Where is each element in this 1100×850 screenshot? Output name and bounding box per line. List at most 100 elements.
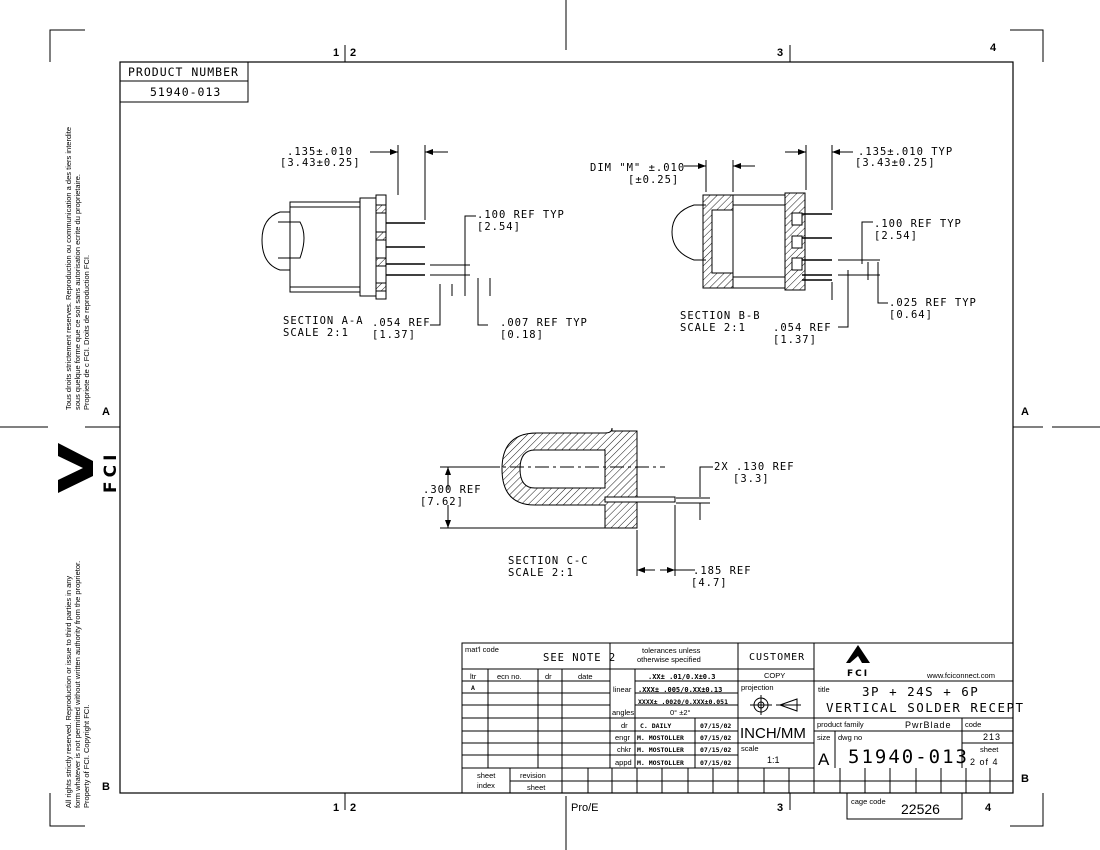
aa-dim-054: .054 REF bbox=[372, 317, 431, 329]
title-block-text: mat'l code SEE NOTE 2 tolerances unless … bbox=[465, 645, 1025, 817]
date-engr: 07/15/02 bbox=[700, 734, 731, 742]
bb-dim-135: .135±.010 TYP bbox=[858, 146, 953, 158]
section-c-c-labels: .300 REF [7.62] 2X .130 REF [3.3] SECTIO… bbox=[420, 461, 794, 589]
angles-label: angles bbox=[612, 708, 634, 717]
cage-code-label: cage code bbox=[851, 797, 886, 806]
section-a-a-view bbox=[261, 145, 491, 326]
customer-label: CUSTOMER bbox=[749, 652, 805, 663]
tol-xxx: XXXX± .0020/0.XXX±0.051 bbox=[638, 698, 728, 706]
cc-scale: SCALE 2:1 bbox=[508, 567, 574, 579]
zone-top-4: 4 bbox=[990, 42, 997, 54]
fci-logo-vertical: FCI bbox=[58, 443, 121, 493]
english-line-1: All rights strictly reserved. Reproducti… bbox=[64, 576, 73, 808]
zone-top-3: 3 bbox=[777, 47, 783, 59]
bb-dim-m-mm: [±0.25] bbox=[628, 174, 679, 186]
tolerances-line-2: otherwise specified bbox=[637, 655, 701, 664]
scale-value: 1:1 bbox=[767, 755, 780, 765]
role-dr: dr bbox=[621, 721, 628, 730]
bb-dim-025-mm: [0.64] bbox=[889, 309, 933, 321]
cc-dim-185-mm: [4.7] bbox=[691, 577, 728, 589]
product-number-box: PRODUCT NUMBER 51940-013 bbox=[119, 61, 249, 103]
name-engr: M. MOSTOLLER bbox=[637, 734, 684, 742]
tol-xx: .XXX± .005/0.XX±0.13 bbox=[638, 686, 722, 694]
cc-dim-300-mm: [7.62] bbox=[420, 496, 464, 508]
zone-left-a: A bbox=[102, 406, 110, 418]
product-family-label: product family bbox=[817, 720, 864, 729]
cc-dim-130-mm: [3.3] bbox=[733, 473, 770, 485]
product-family: PwrBlade bbox=[905, 720, 952, 730]
product-number-value: 51940-013 bbox=[150, 85, 221, 99]
sheet-index-line-1: sheet bbox=[477, 771, 496, 780]
aa-dim-100: .100 REF TYP bbox=[477, 209, 565, 221]
aa-dim-100-mm: [2.54] bbox=[477, 221, 521, 233]
english-line-2: form whatever is not permitted without w… bbox=[73, 561, 82, 808]
sheet-value: 2 of 4 bbox=[970, 757, 999, 767]
title-line-2: VERTICAL SOLDER RECEPT bbox=[826, 700, 1025, 715]
french-line-1: Tous droits strictement reserves. Reprod… bbox=[64, 127, 73, 410]
dr-col-label: dr bbox=[545, 672, 552, 681]
aa-dim-007-mm: [0.18] bbox=[500, 329, 544, 341]
role-appd: appd bbox=[615, 758, 632, 767]
bb-dim-m: DIM "M" ±.010 bbox=[590, 162, 685, 174]
product-number-label: PRODUCT NUMBER bbox=[128, 65, 239, 79]
date-dr: 07/15/02 bbox=[700, 722, 731, 730]
code-value: 213 bbox=[983, 732, 1001, 742]
name-appd: M. MOSTOLLER bbox=[637, 759, 684, 767]
zone-labels: 1 2 3 4 1 2 3 4 A A B B bbox=[102, 42, 1029, 814]
role-chkr: chkr bbox=[617, 745, 632, 754]
bb-dim-025: .025 REF TYP bbox=[889, 297, 977, 309]
aa-scale: SCALE 2:1 bbox=[283, 327, 349, 339]
cc-section-title: SECTION C-C bbox=[508, 555, 589, 567]
copy-label: COPY bbox=[764, 671, 785, 680]
zone-top-1: 1 bbox=[333, 47, 339, 59]
title-line-1: 3P + 24S + 6P bbox=[862, 684, 979, 699]
angles-value: 0° ±2° bbox=[670, 708, 691, 717]
zone-bottom-1: 1 bbox=[333, 802, 339, 814]
ltr-label: ltr bbox=[470, 672, 477, 681]
section-b-b-view bbox=[671, 145, 888, 328]
dwg-no-value: 51940-013 bbox=[848, 746, 969, 768]
bb-dim-135-mm: [3.43±0.25] bbox=[855, 157, 936, 169]
english-line-3: Property of FCI. Copyright FCI. bbox=[82, 705, 91, 808]
side-text-english: All rights strictly reserved. Reproducti… bbox=[64, 561, 91, 808]
fci-company-text: FCI bbox=[847, 669, 869, 679]
bb-dim-054-mm: [1.37] bbox=[773, 334, 817, 346]
aa-section-title: SECTION A-A bbox=[283, 315, 364, 327]
aa-dim-135: .135±.010 bbox=[287, 146, 353, 158]
sheet-index-line-2: index bbox=[477, 781, 495, 790]
ecn-label: ecn no. bbox=[497, 672, 522, 681]
tol-x: .XX± .01/0.X±0.3 bbox=[648, 673, 715, 681]
zone-right-b: B bbox=[1021, 773, 1029, 785]
name-chkr: M. MOSTOLLER bbox=[637, 746, 684, 754]
projection-symbol-icon bbox=[750, 695, 801, 715]
software-label: Pro/E bbox=[571, 802, 599, 814]
revision-label: revision bbox=[520, 771, 546, 780]
french-line-2: sous quelque forme que ce soit sans auto… bbox=[73, 174, 82, 410]
sheet-label: sheet bbox=[980, 745, 999, 754]
zone-left-b: B bbox=[102, 781, 110, 793]
zone-bottom-2: 2 bbox=[350, 802, 356, 814]
section-a-a-labels: .135±.010 [3.43±0.25] .100 REF TYP [2.54… bbox=[280, 146, 588, 341]
aa-dim-054-mm: [1.37] bbox=[372, 329, 416, 341]
date-chkr: 07/15/02 bbox=[700, 746, 731, 754]
revision-sheet-label: sheet bbox=[527, 783, 546, 792]
cc-dim-300: .300 REF bbox=[423, 484, 482, 496]
name-dr: C. DAILY bbox=[640, 722, 671, 730]
website: www.fciconnect.com bbox=[926, 671, 995, 680]
section-c-c-view bbox=[440, 427, 713, 576]
fci-title-logo bbox=[846, 645, 870, 663]
bb-dim-100-mm: [2.54] bbox=[874, 230, 918, 242]
aa-dim-007: .007 REF TYP bbox=[500, 317, 588, 329]
bb-dim-100: .100 REF TYP bbox=[874, 218, 962, 230]
zone-right-a: A bbox=[1021, 406, 1029, 418]
side-text-french: Tous droits strictement reserves. Reprod… bbox=[64, 127, 91, 410]
french-line-3: Propriete de c FCI. Droits de reproducti… bbox=[82, 255, 91, 410]
scale-label: scale bbox=[741, 744, 759, 753]
date-label: date bbox=[578, 672, 593, 681]
bb-section-title: SECTION B-B bbox=[680, 310, 761, 322]
zone-top-2: 2 bbox=[350, 47, 356, 59]
section-b-b-labels: DIM "M" ±.010 [±0.25] .135±.010 TYP [3.4… bbox=[590, 146, 977, 346]
code-label: code bbox=[965, 720, 981, 729]
tolerances-line-1: tolerances unless bbox=[642, 646, 701, 655]
projection-label: projection bbox=[741, 683, 774, 692]
